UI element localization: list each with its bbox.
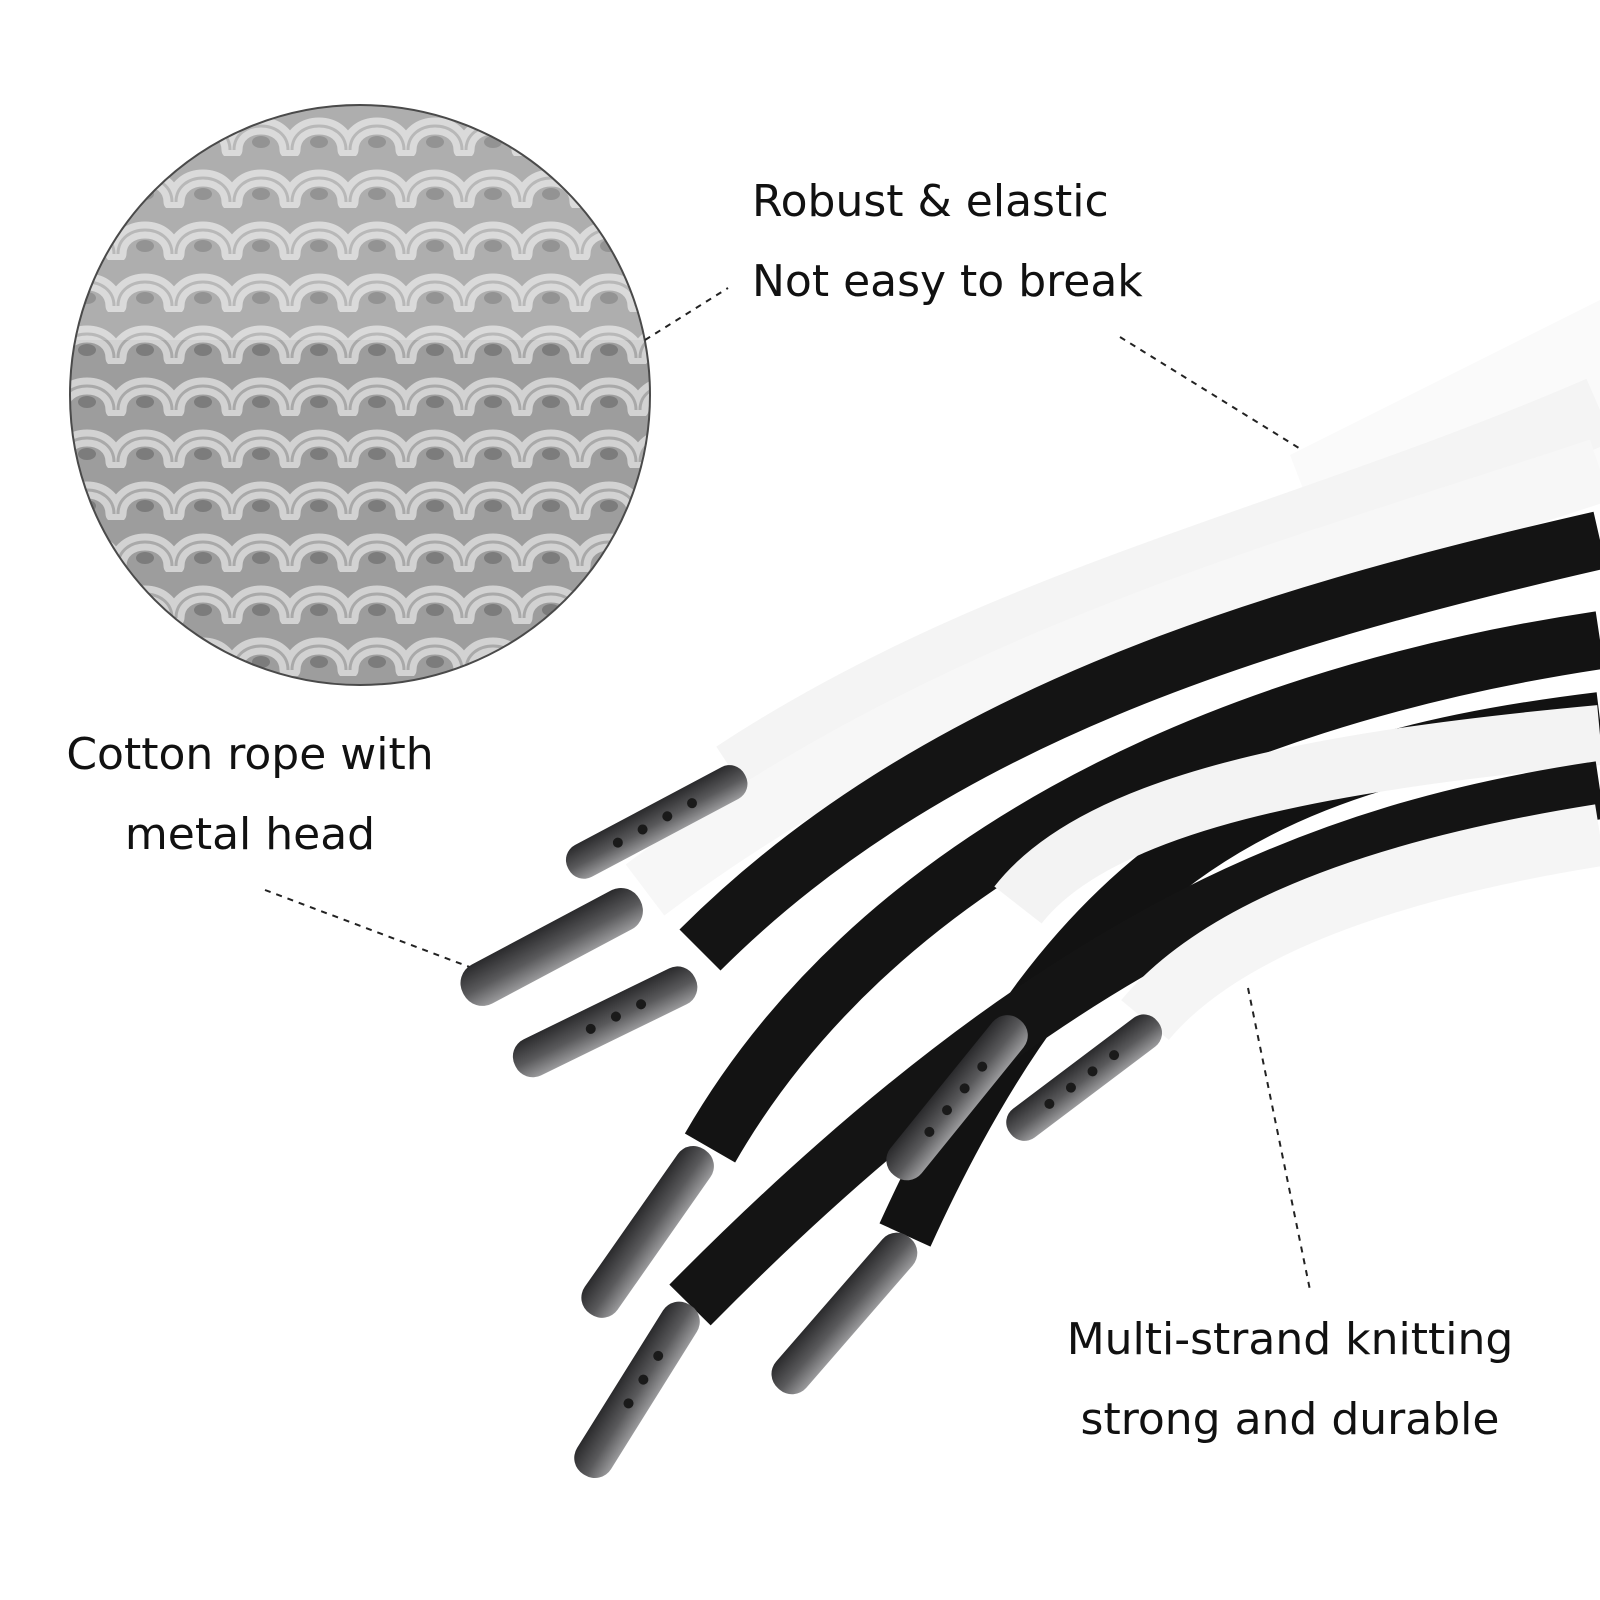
caption-multi: Multi-strand knitting strong and durable xyxy=(1030,1300,1550,1460)
aglet-5 xyxy=(886,1015,1028,1181)
aglet-7 xyxy=(574,1301,700,1479)
lace-white-2 xyxy=(625,439,1600,916)
lace-black-4 xyxy=(669,761,1600,1326)
caption-cotton-line1: Cotton rope with xyxy=(66,729,434,780)
lace-white-1 xyxy=(716,378,1600,804)
lace-black-1 xyxy=(679,511,1600,971)
laces xyxy=(625,378,1600,1326)
caption-robust-line2: Not easy to break xyxy=(752,256,1143,307)
aglet-8 xyxy=(1006,1014,1163,1141)
caption-cotton: Cotton rope with metal head xyxy=(30,715,470,875)
caption-cotton-line2: metal head xyxy=(124,809,376,860)
aglet-1 xyxy=(565,765,748,879)
caption-multi-line2: strong and durable xyxy=(1080,1394,1500,1445)
callout-line-robust xyxy=(1119,336,1316,459)
lace-black-2 xyxy=(684,611,1600,1163)
lace-white-4 xyxy=(1121,804,1600,1041)
callout-line-circle xyxy=(644,287,729,341)
aglets xyxy=(460,765,1163,1479)
caption-multi-line1: Multi-strand knitting xyxy=(1066,1314,1514,1365)
knit-texture-circle xyxy=(69,104,651,686)
caption-robust-line1: Robust & elastic xyxy=(752,176,1109,227)
aglet-4 xyxy=(581,1145,714,1318)
aglet-3 xyxy=(512,966,698,1078)
aglet-2 xyxy=(460,887,643,1006)
aglet-6 xyxy=(771,1232,918,1395)
callout-line-multi xyxy=(1247,987,1311,1291)
lace-white-3 xyxy=(994,705,1600,925)
caption-robust: Robust & elastic Not easy to break xyxy=(752,162,1143,322)
